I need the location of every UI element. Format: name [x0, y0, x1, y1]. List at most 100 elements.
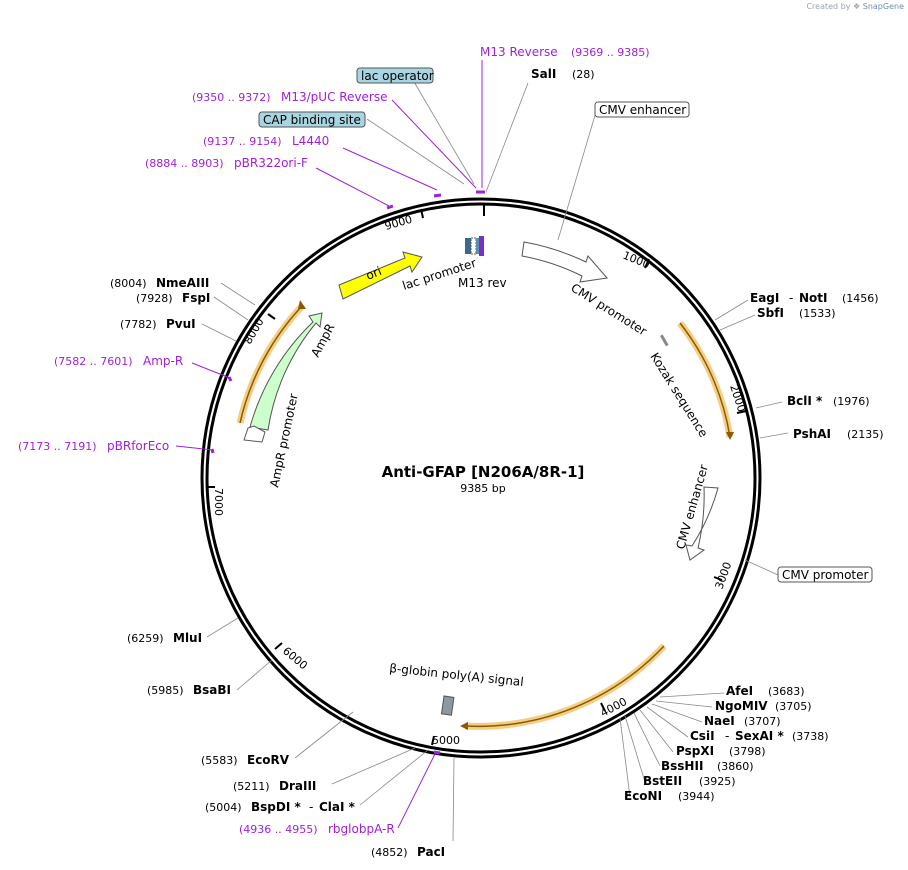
snapgene-credit: Created by ❖ SnapGene [806, 2, 904, 11]
lac-operator-block [476, 238, 480, 254]
enzyme-econi-name: EcoNI [624, 789, 662, 803]
orf-line-cmv [679, 322, 731, 438]
lac-operator-box [356, 67, 434, 84]
enzyme-pvui-name: PvuI [166, 317, 196, 331]
backbone-inner [205, 202, 757, 754]
enzyme-csii-name: CsiI [690, 729, 715, 743]
enzyme-nmeaiii-name: NmeAIII [156, 276, 209, 290]
primer-m13-reverse-range: (9369 .. 9385) [571, 46, 650, 59]
kozak-feature [660, 334, 669, 347]
enzyme-nmeaiii-pos: (8004) [110, 277, 147, 290]
enzyme-ecorv-pos: (5583) [201, 754, 238, 767]
orf-line-amp [239, 304, 304, 424]
primer-pbr322ori-range: (8884 .. 8903) [145, 157, 224, 170]
enzyme-sexai-name: SexAI * [735, 729, 784, 743]
orf-arrow-main [460, 722, 468, 730]
enzyme-ecorv-name: EcoRV [247, 753, 290, 767]
enzyme-ngomiv-pos: (3705) [775, 700, 812, 713]
primer-m13puc-range: (9350 .. 9372) [192, 91, 271, 104]
cmv-enhancer-box [594, 101, 690, 118]
cap-binding-site-label: CAP binding site [263, 113, 361, 127]
primer-pbrforeco-range: (7173 .. 7191) [18, 440, 97, 453]
enzyme-clai-name: ClaI * [319, 800, 356, 814]
tick-marks [206, 203, 747, 746]
orf-highlight-main [464, 643, 667, 730]
orf-arrow-cmv [726, 432, 734, 440]
lac-operator-label: lac operator [361, 69, 434, 83]
cmv-enhancer-feature [521, 241, 608, 283]
ori-label: ori [364, 264, 384, 283]
primer-pbr322ori-name: pBR322ori-F [234, 156, 308, 170]
plasmid-length: 9385 bp [460, 482, 505, 495]
kozak-label: Kozak sequence [647, 350, 710, 440]
enzyme-bsabi-name: BsaBI [193, 683, 231, 697]
enzyme-bcli-name: BclI * [787, 394, 823, 408]
enzyme-sali-pos: (28) [572, 68, 595, 81]
cmv-enhancer-label: CMV enhancer [599, 103, 686, 117]
tick-5000: 5000 [432, 734, 460, 747]
enzyme-sbfi-pos: (1533) [799, 307, 836, 320]
enzyme-afei-pos: (3683) [768, 685, 805, 698]
plasmid-name: Anti-GFAP [N206A/8R-1] [382, 463, 585, 481]
enzyme-naei-pos: (3707) [744, 715, 781, 728]
orf-arrow-amp [298, 300, 306, 309]
enzyme-bcli-pos: (1976) [833, 395, 870, 408]
polya-label: β-globin poly(A) signal [389, 661, 525, 689]
primer-l4440-name: L4440 [292, 134, 329, 148]
enzyme-eagi-sep: - [789, 291, 793, 305]
primer-m13-reverse-name: M13 Reverse [480, 45, 558, 59]
primer-ampr-name: Amp-R [143, 354, 183, 368]
lac-promoter-block [465, 238, 471, 254]
enzyme-bsshii-name: BssHII [661, 759, 703, 773]
enzyme-csii-pos: (3738) [792, 730, 829, 743]
cmv-promoter-feature [685, 486, 719, 561]
enzyme-paci-name: PacI [417, 845, 445, 859]
enzyme-pspxi-pos: (3798) [729, 745, 766, 758]
enzyme-naei-name: NaeI [704, 714, 735, 728]
primer-rbglobpa-name: rbglobpA-R [328, 822, 395, 836]
orf-line-main [464, 645, 665, 728]
primer-pbrforeco-name: pBRforEco [107, 439, 169, 453]
snapgene-logo-icon: ❖ [853, 2, 861, 11]
ori-feature [338, 251, 423, 300]
enzyme-bsteii-pos: (3925) [699, 775, 736, 788]
enzyme-bsabi-pos: (5985) [147, 684, 184, 697]
enzyme-draiii-pos: (5211) [233, 780, 270, 793]
enzyme-sali-name: SalI [531, 67, 556, 81]
m13-rev-label: M13 rev [458, 276, 507, 290]
enzyme-eagi-name: EagI [750, 291, 779, 305]
cap-binding-site-box [258, 111, 366, 128]
primer-l4440-range: (9137 .. 9154) [203, 135, 282, 148]
cmv-promoter-box [777, 566, 873, 583]
enzyme-eagi-pos: (1456) [842, 292, 879, 305]
primer-marks [210, 190, 485, 755]
enzyme-ngomiv-name: NgoMIV [715, 699, 768, 713]
enzyme-pshai-name: PshAI [793, 427, 831, 441]
primer-m13puc-name: M13/pUC Reverse [281, 90, 388, 104]
enzyme-sbfi-name: SbfI [757, 306, 784, 320]
leader-lines [201, 74, 789, 842]
primer-ampr-range: (7582 .. 7601) [54, 355, 133, 368]
tick-7000: 7000 [212, 488, 225, 516]
enzyme-csii-sep: - [725, 729, 729, 743]
enzyme-bspdi-pos: (5004) [205, 801, 242, 814]
cmv-promoter-inner-label: CMV promoter [568, 281, 649, 339]
enzyme-pshai-pos: (2135) [847, 428, 884, 441]
ampr-promoter-feature [243, 425, 266, 443]
enzyme-bspdi-sep: - [309, 800, 313, 814]
enzyme-mlui-name: MluI [173, 631, 202, 645]
backbone-outer [200, 197, 762, 759]
cap-site-block [470, 237, 477, 255]
enzyme-bsteii-name: BstEII [643, 774, 682, 788]
credit-prefix: Created by [806, 2, 851, 11]
enzyme-fspi-pos: (7928) [136, 292, 173, 305]
enzyme-afei-name: AfeI [726, 684, 753, 698]
primer-rbglobpa-range: (4936 .. 4955) [239, 823, 318, 836]
enzyme-mlui-pos: (6259) [127, 632, 164, 645]
enzyme-paci-pos: (4852) [371, 846, 408, 859]
enzyme-pvui-pos: (7782) [120, 318, 157, 331]
enzyme-pspxi-name: PspXI [676, 744, 714, 758]
m13-rev-block [479, 236, 484, 256]
enzyme-econi-pos: (3944) [678, 790, 715, 803]
